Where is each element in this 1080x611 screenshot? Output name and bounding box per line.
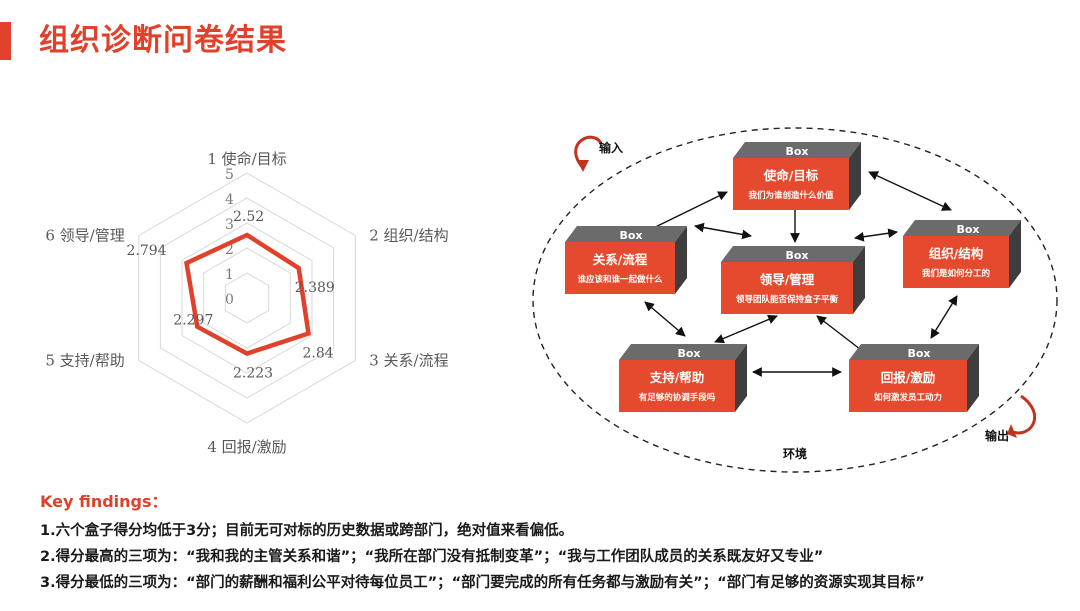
radar-tick-3: 3 <box>225 217 234 233</box>
radar-axis-labels: 1 使命/目标 2 组织/结构 3 关系/流程 4 回报/激励 5 支持/帮助 … <box>45 150 448 456</box>
radar-grid-ring <box>181 222 313 374</box>
box-support-title: 支持/帮助 <box>649 370 705 385</box>
radar-tick-2: 2 <box>225 242 234 258</box>
findings-title: Key findings： <box>40 492 168 511</box>
finding-item-1: 1.六个盒子得分均低于3分；目前无可对标的历史数据或跨部门，绝对值来看偏低。 <box>40 523 574 539</box>
box-leadership-tag: Box <box>785 249 808 262</box>
output-curve-arrow-icon <box>1007 394 1036 438</box>
value-label-leadership: 2.794 <box>127 243 167 259</box>
box-structure-subtitle: 我们是如何分工的 <box>922 268 991 279</box>
six-box-diagram: Box 使命/目标 我们为谁创造什么价值 Box 组织/结构 我们是如何分工的 … <box>532 127 1058 473</box>
radar-scale-ticks: 0 1 2 3 4 5 <box>225 167 234 308</box>
box-relations-tag: Box <box>619 229 642 242</box>
box-mission-subtitle: 我们为谁创造什么价值 <box>748 190 834 201</box>
value-label-mission: 2.52 <box>233 209 264 225</box>
box-mission: Box 使命/目标 我们为谁创造什么价值 <box>733 142 861 210</box>
page-title: 组织诊断问卷结果 <box>39 23 287 58</box>
finding-item-2: 2.得分最高的三项为：“我和我的主管关系和谐”；“我所在部门没有抵制变革”；“我… <box>40 549 824 565</box>
environment-boundary <box>532 127 1058 473</box>
box-relations-title: 关系/流程 <box>593 252 648 267</box>
box-rewards-tag: Box <box>907 347 930 360</box>
input-curve-arrow-icon <box>574 135 603 172</box>
arrow-leadership-support <box>714 314 778 344</box>
radar-series-polygon <box>184 232 311 357</box>
axis-label-relations: 3 关系/流程 <box>369 352 448 370</box>
output-label: 输出 <box>985 428 1009 443</box>
box-mission-title: 使命/目标 <box>763 168 819 183</box>
radar-grid-ring <box>159 197 335 399</box>
box-rewards-subtitle: 如何激发员工动力 <box>874 392 942 403</box>
box-structure-tag: Box <box>956 223 979 236</box>
finding-item-3: 3.得分最低的三项为：“部门的薪酬和福利公平对待每位员工”；“部门要完成的所有任… <box>40 575 925 591</box>
radar-chart: 0 1 2 3 4 5 1 使命/目标 2 组织/结构 3 关系/流程 4 回报… <box>45 150 448 456</box>
value-label-relations: 2.84 <box>302 346 333 362</box>
value-label-rewards: 2.223 <box>233 366 273 382</box>
arrow-structure-leadership <box>854 228 898 242</box>
radar-tick-4: 4 <box>225 192 234 208</box>
axis-label-support: 5 支持/帮助 <box>45 352 124 370</box>
box-rewards-title: 回报/激励 <box>881 370 936 385</box>
axis-label-leadership: 6 领导/管理 <box>45 227 124 245</box>
radar-tick-0: 0 <box>225 292 234 308</box>
value-label-structure: 2.389 <box>295 280 335 296</box>
arrow-structure-rewards <box>930 295 958 339</box>
radar-tick-1: 1 <box>225 267 234 283</box>
box-support: Box 支持/帮助 有足够的协调手段吗 <box>619 344 747 412</box>
box-rewards: Box 回报/激励 如何激发员工动力 <box>849 344 979 412</box>
arrow-relations-support <box>644 301 686 337</box>
input-label: 输入 <box>599 140 623 155</box>
value-label-support: 2.297 <box>173 313 213 329</box>
axis-label-structure: 2 组织/结构 <box>369 227 448 245</box>
box-relations: Box 关系/流程 谁应该和谁一起做什么 <box>565 226 687 294</box>
box-support-subtitle: 有足够的协调手段吗 <box>639 392 716 403</box>
axis-label-rewards: 4 回报/激励 <box>207 438 286 456</box>
box-relations-subtitle: 谁应该和谁一起做什么 <box>577 274 663 285</box>
box-leadership: Box 领导/管理 领导团队能否保持盒子平衡 <box>721 246 865 314</box>
radar-grid <box>138 172 356 424</box>
environment-label: 环境 <box>783 446 807 461</box>
box-support-tag: Box <box>677 347 700 360</box>
radar-grid-ring <box>138 172 356 424</box>
arrow-relations-leadership <box>694 222 752 240</box>
radar-value-labels: 2.52 2.389 2.84 2.223 2.297 2.794 <box>127 209 335 382</box>
arrow-mission-structure <box>868 171 952 211</box>
radar-grid-ring <box>224 272 270 324</box>
box-leadership-subtitle: 领导团队能否保持盒子平衡 <box>735 294 839 305</box>
box-structure: Box 组织/结构 我们是如何分工的 <box>903 220 1021 288</box>
axis-label-mission: 1 使命/目标 <box>207 150 286 168</box>
radar-grid-ring <box>203 247 291 349</box>
radar-tick-5: 5 <box>225 167 234 183</box>
title-accent-bar <box>0 22 11 60</box>
box-mission-tag: Box <box>785 145 808 158</box>
key-findings: Key findings： 1.六个盒子得分均低于3分；目前无可对标的历史数据或… <box>40 492 1075 599</box>
box-structure-title: 组织/结构 <box>929 246 984 261</box>
box-leadership-title: 领导/管理 <box>760 272 815 287</box>
